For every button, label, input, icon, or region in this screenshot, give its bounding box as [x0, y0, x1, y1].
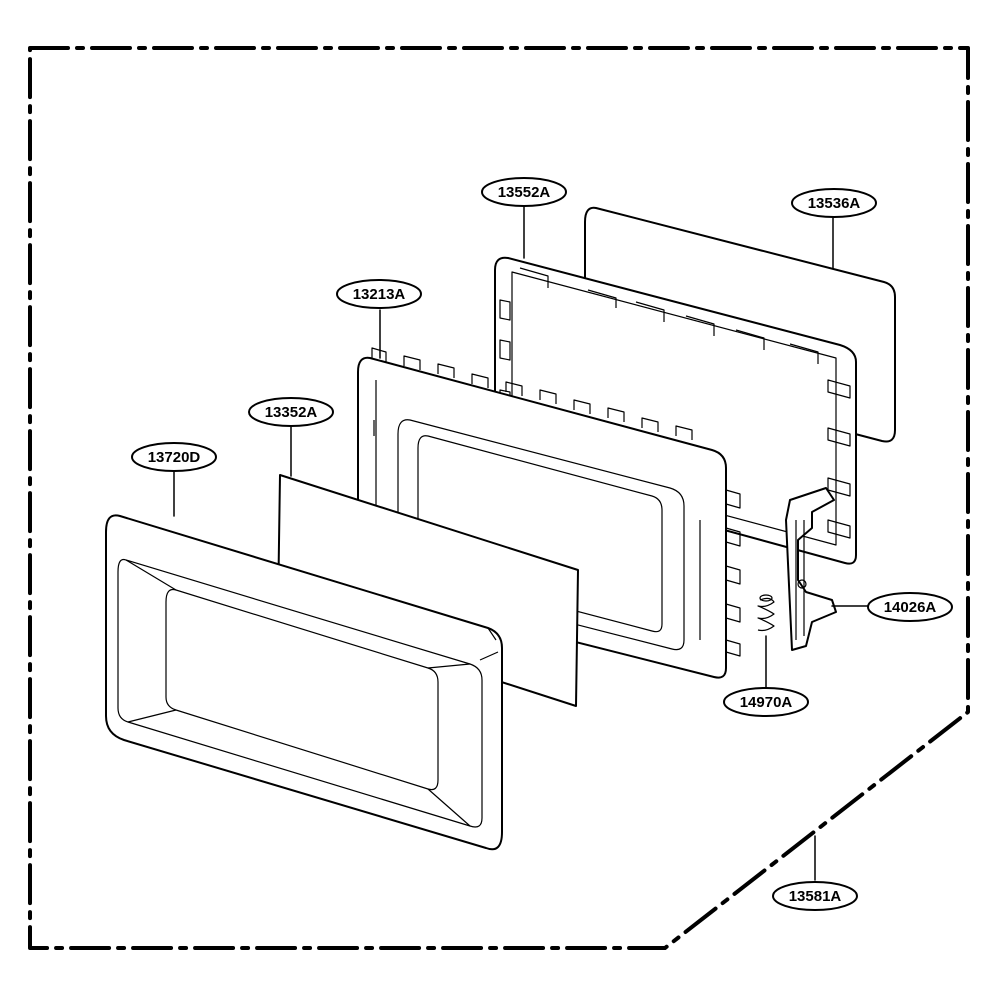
part-14970A-spring [757, 594, 775, 632]
label-14026A: 14026A [884, 599, 937, 616]
label-13581A: 13581A [789, 888, 842, 905]
callout-13720D: 13720D [131, 442, 217, 472]
callout-14970A: 14970A [723, 687, 809, 717]
label-13720D: 13720D [148, 449, 201, 466]
callout-13536A: 13536A [791, 188, 877, 218]
part-14026A-latch [785, 487, 837, 651]
callout-13352A: 13352A [248, 397, 334, 427]
callout-13552A: 13552A [481, 177, 567, 207]
part-13720D-door-front [105, 514, 503, 851]
callout-13213A: 13213A [336, 279, 422, 309]
label-13352A: 13352A [265, 404, 318, 421]
callout-14026A: 14026A [867, 592, 953, 622]
label-14970A: 14970A [740, 694, 793, 711]
assembly-boundary [28, 46, 970, 950]
label-13536A: 13536A [808, 195, 861, 212]
leader-lines [173, 205, 869, 881]
label-13213A: 13213A [353, 286, 406, 303]
label-13552A: 13552A [498, 184, 551, 201]
callout-13581A: 13581A [772, 881, 858, 911]
